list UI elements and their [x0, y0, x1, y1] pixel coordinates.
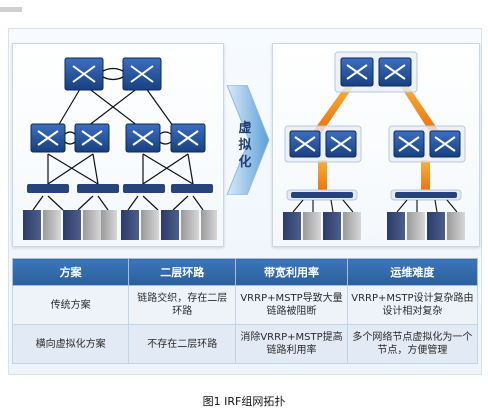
table-row: 横向虚拟化方案 不存在二层环路 消除VRRP+MSTP提高链路利用率 多个网络节… [11, 324, 479, 364]
table-cell: 多个网络节点虚拟化为一个节点，方便管理 [346, 324, 479, 364]
servers [23, 210, 217, 240]
agg-switch-2 [74, 123, 110, 153]
core-interlink [102, 67, 124, 81]
aggregated-links [311, 84, 441, 194]
core-switch-right [122, 57, 162, 91]
virtualization-arrow [225, 84, 271, 196]
irf-core-switches [340, 57, 412, 87]
irf-agg-switches [289, 130, 461, 158]
irf-topology-diagram [283, 51, 466, 240]
agg-switch-4 [170, 123, 206, 153]
traditional-topology-diagram [23, 57, 217, 240]
irf-servers [283, 212, 465, 240]
table-cell: 传统方案 [11, 285, 130, 325]
header-scheme: 方案 [11, 258, 130, 286]
agg-switch-1 [30, 123, 66, 153]
table-cell: 链路交织，存在二层环路 [128, 285, 237, 325]
irf-topology-panel [272, 43, 480, 247]
header-bandwidth: 带宽利用率 [235, 258, 348, 286]
figure-caption: 图1 IRF组网拓扑 [202, 395, 286, 408]
table-cell: VRRP+MSTP导致大量链路被阻断 [235, 285, 348, 325]
table-cell: 不存在二层环路 [128, 324, 237, 364]
table-cell: VRRP+MSTP设计复杂路由设计相对复杂 [346, 285, 479, 325]
header-ops-difficulty: 运维难度 [346, 258, 479, 286]
comparison-table: 方案 二层环路 带宽利用率 运维难度 传统方案 链路交织，存在二层环路 VRRP… [11, 258, 479, 364]
top-left-text-fragment [0, 0, 40, 12]
link-lines [32, 83, 204, 211]
header-l2-loop: 二层环路 [128, 258, 237, 286]
table-cell: 横向虚拟化方案 [11, 324, 130, 364]
table-header-row: 方案 二层环路 带宽利用率 运维难度 [11, 258, 479, 286]
agg-switch-3 [125, 123, 161, 153]
table-cell: 消除VRRP+MSTP提高链路利用率 [235, 324, 348, 364]
irf-server-links [292, 199, 458, 213]
access-switches [27, 184, 213, 193]
traditional-topology-panel [12, 43, 224, 247]
irf-access-switches [286, 189, 462, 201]
core-switch-left [64, 57, 104, 91]
arrow-label: 虚拟化 [238, 121, 252, 170]
table-row: 传统方案 链路交织，存在二层环路 VRRP+MSTP导致大量链路被阻断 VRRP… [11, 285, 479, 325]
